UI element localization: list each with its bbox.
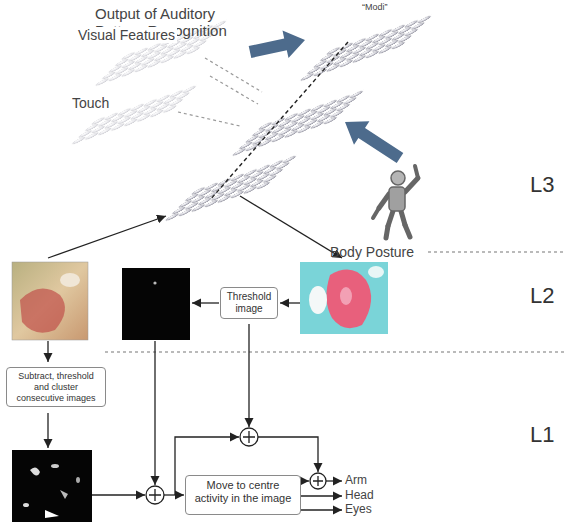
input-label: Body Posture (330, 244, 414, 260)
robot-figure (373, 166, 418, 238)
output-label: Head (345, 489, 374, 503)
box-text: Subtract, threshold and cluster consecut… (11, 371, 101, 403)
level-label: L3 (530, 172, 554, 197)
input-arrow (249, 31, 305, 58)
process-box: Move to centre activity in the image (185, 475, 301, 515)
level-divider (105, 351, 565, 352)
box-text: Move to centre activity in the image (190, 479, 296, 505)
saliency-image (122, 268, 190, 340)
input-label: Visual Features (76, 27, 177, 43)
output-label: Eyes (345, 503, 372, 517)
association-line (178, 42, 348, 200)
signal-wire (48, 196, 342, 510)
level-divider (428, 251, 565, 252)
input-label: “Modi” (362, 2, 388, 12)
camera-image (12, 262, 88, 340)
level-label: L1 (530, 422, 554, 447)
process-box: Subtract, threshold and cluster consecut… (6, 367, 106, 407)
neuron-grid (163, 14, 435, 222)
level-label: L2 (530, 283, 554, 308)
output-label: Arm (345, 474, 367, 488)
motion-image (12, 450, 92, 522)
input-arrow (345, 121, 403, 163)
input-label: Touch (70, 95, 111, 111)
colour-image (300, 262, 388, 334)
box-text: Threshold image (225, 291, 273, 315)
process-box: Threshold image (220, 287, 278, 319)
